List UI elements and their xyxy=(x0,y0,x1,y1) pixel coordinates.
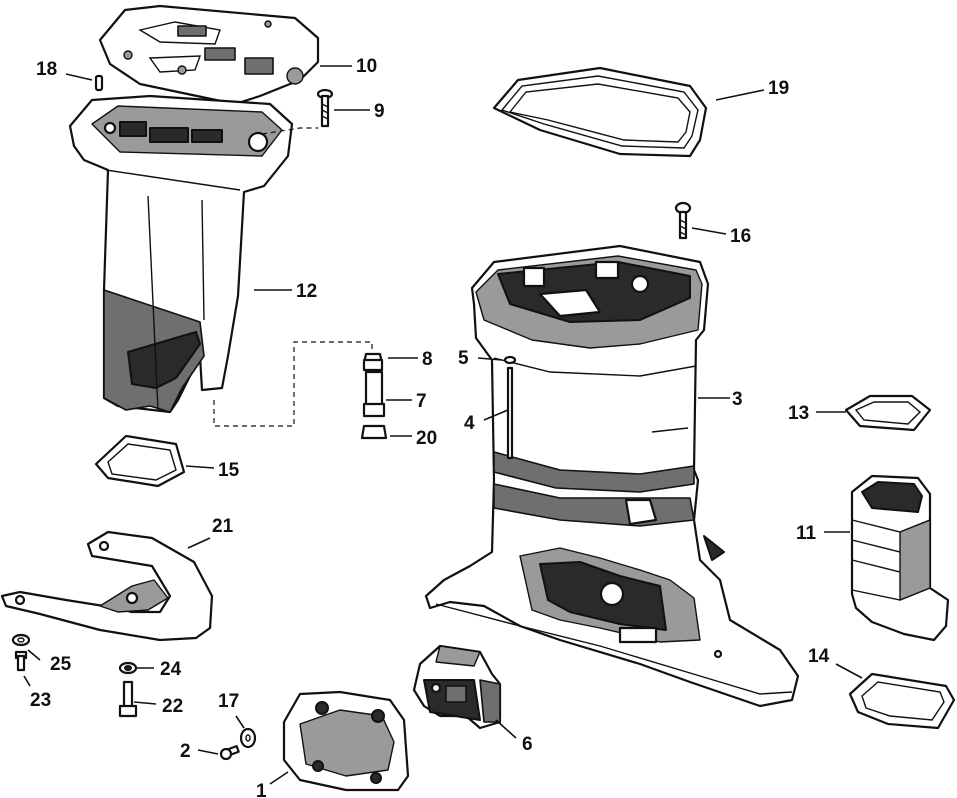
callout-24: 24 xyxy=(160,659,182,680)
callout-10: 10 xyxy=(356,56,377,77)
callout-9: 9 xyxy=(374,101,385,122)
callout-25: 25 xyxy=(50,654,72,675)
part-13-seal xyxy=(844,394,932,432)
callout-12: 12 xyxy=(296,281,317,302)
part-17-washer xyxy=(239,727,257,749)
part-21-exhaust-plate xyxy=(0,530,214,642)
part-9-bolt xyxy=(316,88,334,128)
callout-3: 3 xyxy=(732,389,743,410)
part-2-screw xyxy=(219,745,240,761)
part-20-grommet xyxy=(360,424,388,440)
part-23-screw xyxy=(14,650,28,672)
part-1-cover xyxy=(282,690,410,792)
part-6-mount xyxy=(412,644,502,730)
part-15-seal xyxy=(94,434,186,488)
part-14-seal xyxy=(848,672,956,730)
callout-17: 17 xyxy=(218,691,239,712)
callout-19: 19 xyxy=(768,78,789,99)
callout-4: 4 xyxy=(464,413,475,434)
callout-13: 13 xyxy=(788,403,809,424)
callout-6: 6 xyxy=(522,734,533,755)
part-3-driveshaft-housing xyxy=(424,244,800,708)
part-25-washer xyxy=(11,633,31,647)
callout-1: 1 xyxy=(256,781,267,798)
bolt-dashed-line xyxy=(261,127,318,135)
part-18-dowel-pin xyxy=(94,74,104,92)
part-19-seal xyxy=(492,66,708,158)
callout-14: 14 xyxy=(808,646,830,667)
part-7-water-tube xyxy=(362,370,386,418)
assembly-dashed-line xyxy=(213,341,373,427)
leader-lines xyxy=(23,65,863,785)
callout-7: 7 xyxy=(416,391,427,412)
part-24-washer xyxy=(118,661,138,675)
part-8-bushing xyxy=(362,352,384,372)
callout-labels: 1 2 3 4 5 6 7 8 9 10 11 12 13 14 15 16 1… xyxy=(30,56,830,798)
callout-18: 18 xyxy=(36,59,57,80)
callout-22: 22 xyxy=(162,696,183,717)
part-10-gasket xyxy=(98,4,320,106)
callout-2: 2 xyxy=(180,741,191,762)
callout-8: 8 xyxy=(422,349,433,370)
part-11-exhaust-tube xyxy=(850,474,950,642)
part-16-bolt xyxy=(674,201,692,240)
part-12-exhaust-housing xyxy=(68,94,294,414)
part-22-screw xyxy=(118,680,138,718)
callout-21: 21 xyxy=(212,516,234,537)
callout-5: 5 xyxy=(458,348,469,369)
callout-20: 20 xyxy=(416,428,437,449)
callout-16: 16 xyxy=(730,226,751,247)
callout-15: 15 xyxy=(218,460,240,481)
callout-23: 23 xyxy=(30,690,51,711)
callout-11: 11 xyxy=(796,523,817,544)
